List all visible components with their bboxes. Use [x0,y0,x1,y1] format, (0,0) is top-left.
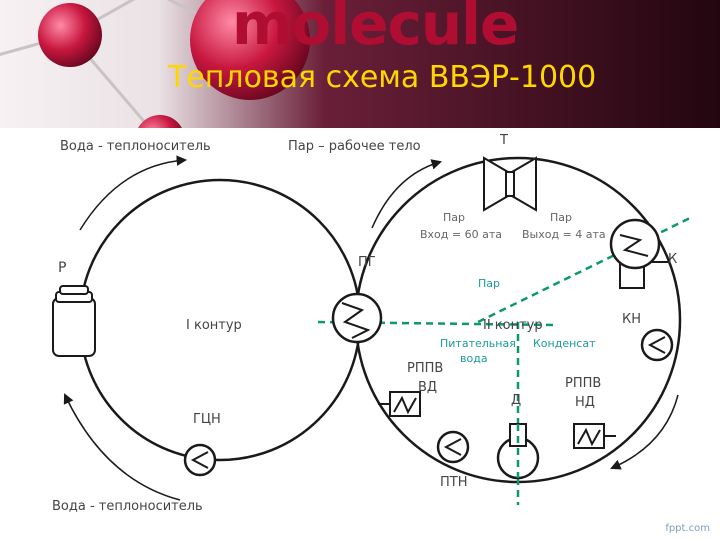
flow-arrow-secondary-bottom [610,394,679,470]
feed-pump-icon [436,430,470,464]
label-hp-heater-2: ВД [418,380,437,395]
label-main-circulation-pump: ГЦН [193,412,221,427]
reactor-icon [52,285,96,357]
slide-title: Тепловая схема ВВЭР-1000 [168,60,597,95]
brand-logo: molecule [232,0,519,58]
label-reactor: Р [58,260,66,276]
flow-arrow-primary-top [79,155,188,231]
label-steam: Пар [478,277,500,290]
molecule-sphere [138,115,182,128]
label-steam-working-body: Пар – рабочее тело [288,139,421,154]
flow-arrow-primary-bottom [63,393,181,501]
label-condensate: Конденсат [533,337,596,350]
molecule-sphere [190,0,310,100]
label-circuit-2: II контур [483,318,543,333]
label-feed-water: Питательная [440,337,516,350]
main-circulation-pump-icon [183,443,217,477]
label-water-coolant-bottom: Вода - теплоноситель [52,499,203,514]
banner-background [0,0,720,128]
label-steam-in: Пар [443,211,465,224]
label-hp-heater: РППВ [407,361,443,376]
label-steam-generator: ПГ [358,255,376,270]
label-turbine: Т [499,133,508,148]
label-steam-out-pressure: Выход = 4 ата [522,228,606,241]
label-feed-pump: ПТН [440,475,468,490]
header-banner: molecule Тепловая схема ВВЭР-1000 [0,0,720,128]
label-condensate-pump: КН [622,312,641,327]
label-deaerator: Д [511,393,521,408]
deaerator-icon [496,423,540,480]
label-lp-heater-2: НД [575,395,595,410]
label-circuit-1: I контур [186,318,242,333]
label-steam-out: Пар [550,211,572,224]
label-lp-heater: РППВ [565,376,601,391]
watermark: fppt.com [665,523,710,534]
lp-heater-icon [573,423,616,449]
label-feed-water-2: вода [460,352,488,365]
condensate-pump-icon [640,328,674,362]
steam-generator-icon [331,292,383,344]
label-water-coolant-top: Вода - теплоноситель [60,139,211,154]
flow-arrow-secondary-top [371,159,443,229]
label-steam-in-pressure: Вход = 60 ата [420,228,502,241]
hp-heater-icon [378,391,421,417]
label-condenser: К [668,252,677,267]
turbine-icon [483,156,537,212]
condenser-icon [609,218,668,289]
molecule-sphere [38,3,102,67]
